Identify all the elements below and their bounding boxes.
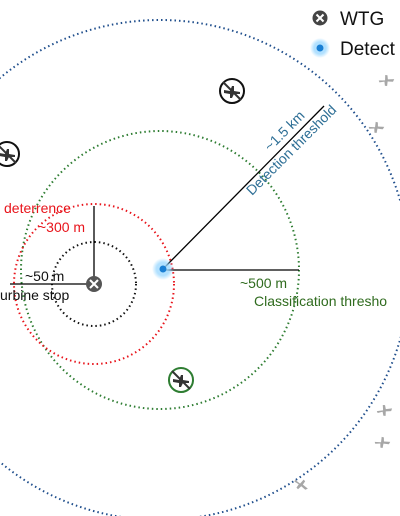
legend-wtg-label: WTG (340, 9, 384, 30)
deterrence-ring (13, 203, 175, 365)
classification-range-label: ~500 m (240, 275, 287, 291)
wtg-icon (86, 276, 102, 292)
turbine-stop-label: urbine stop (0, 287, 69, 303)
detection-radius-line (162, 105, 325, 270)
legend: WTG Detect (310, 9, 396, 60)
bird-icon (377, 72, 396, 89)
legend-detector-label: Detect (340, 39, 396, 60)
bird-marker-icon (168, 367, 194, 393)
detector-icon (159, 265, 167, 273)
legend-wtg-icon (312, 10, 328, 26)
bird-marker-icon (219, 78, 245, 104)
bird-icon (373, 435, 392, 450)
bird-icon (375, 402, 394, 419)
bird-marker-icon (0, 141, 20, 167)
bird-icon (292, 476, 311, 493)
turbine-stop-range-label: ~50 m (25, 268, 64, 284)
bird-icon (367, 120, 386, 135)
deterrence-label: deterrence (4, 200, 71, 216)
legend-detector-icon (316, 44, 324, 52)
classification-threshold-label: Classification thresho (254, 293, 387, 309)
deterrence-range-label: ~300 m (38, 219, 85, 235)
